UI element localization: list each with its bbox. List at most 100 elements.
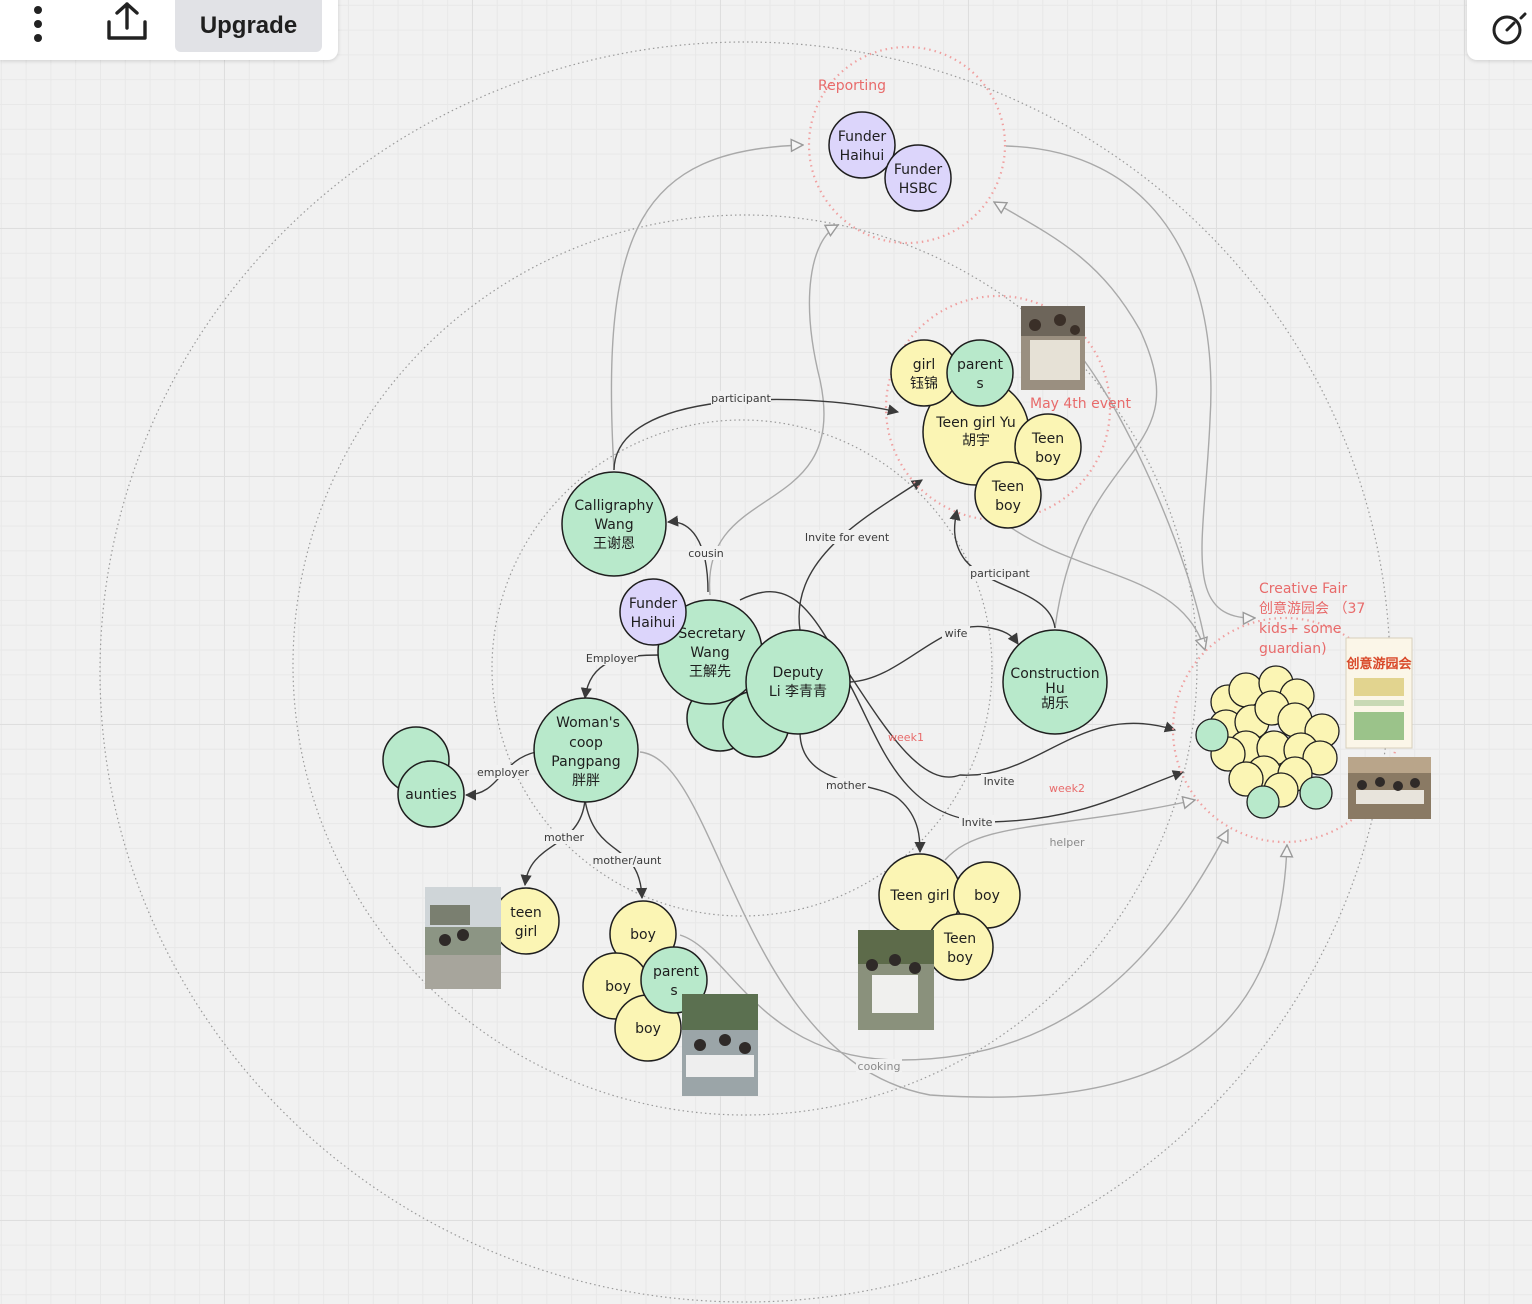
node-aunties[interactable]: aunties	[397, 760, 465, 828]
node-womans-coop[interactable]: Woman's coop Pangpang 胖胖	[533, 697, 639, 803]
svg-text:Pangpang: Pangpang	[551, 754, 620, 770]
svg-text:Calligraphy: Calligraphy	[574, 498, 653, 514]
upgrade-button[interactable]: Upgrade	[175, 0, 322, 52]
label-invite-2: Invite	[962, 816, 993, 829]
label-mother-coop: mother	[544, 831, 584, 844]
svg-text:Funder: Funder	[838, 129, 887, 145]
svg-text:王谢恩: 王谢恩	[593, 536, 635, 552]
node-funder-hsbc[interactable]: Funder HSBC	[884, 144, 952, 212]
svg-text:boy: boy	[974, 888, 1000, 904]
svg-text:Li 李青青: Li 李青青	[769, 684, 827, 700]
svg-text:Teen: Teen	[943, 931, 976, 947]
svg-text:Haihui: Haihui	[840, 148, 885, 164]
label-participant-top: participant	[711, 392, 771, 405]
node-teen-boy-1[interactable]: Teen boy	[1014, 413, 1082, 481]
svg-text:Teen girl Yu: Teen girl Yu	[935, 415, 1015, 431]
edge-labels: participant cousin Invite for event part…	[477, 391, 1087, 1073]
svg-text:boy: boy	[635, 1021, 661, 1037]
svg-text:HSBC: HSBC	[899, 181, 938, 197]
node-teen-boy-mid[interactable]: Teen boy	[926, 913, 994, 981]
node-teen-girl-left[interactable]: teen girl	[492, 887, 560, 955]
svg-text:s: s	[670, 983, 677, 999]
svg-text:Teen: Teen	[991, 479, 1024, 495]
svg-text:钰锦: 钰锦	[910, 375, 938, 392]
svg-text:Woman's: Woman's	[556, 715, 620, 731]
svg-text:teen: teen	[510, 905, 542, 921]
creative-fair-label-2: 创意游园会 （37	[1259, 600, 1365, 617]
svg-text:胡乐: 胡乐	[1041, 696, 1069, 712]
svg-text:boy: boy	[630, 927, 656, 943]
svg-text:boy: boy	[605, 979, 631, 995]
photo-boys-group[interactable]	[682, 994, 758, 1096]
kebab-menu-icon[interactable]	[28, 6, 48, 46]
svg-text:胡宇: 胡宇	[962, 433, 990, 449]
node-construction-hu[interactable]: Construction Hu 胡乐	[1002, 629, 1108, 735]
label-helper: helper	[1049, 836, 1085, 849]
svg-text:coop: coop	[569, 735, 603, 751]
label-participant-right: participant	[970, 567, 1030, 580]
node-teen-girl-yu[interactable]: Teen girl Yu 胡宇	[922, 378, 1030, 486]
svg-text:girl: girl	[515, 924, 537, 940]
photo-creative-fair-poster[interactable]: 创意游园会	[1345, 637, 1413, 749]
svg-text:Wang: Wang	[690, 645, 729, 661]
label-cousin: cousin	[688, 547, 724, 560]
node-girl-yujin[interactable]: girl 钰锦	[890, 339, 958, 407]
svg-text:Haihui: Haihui	[631, 615, 676, 631]
top-toolbar: Upgrade	[0, 0, 338, 60]
node-secretary-wang[interactable]: Secretary Wang 王解先	[657, 599, 763, 705]
creative-fair-label-4: guardian)	[1259, 641, 1327, 657]
reporting-connectors	[610, 145, 1287, 1098]
timer-icon[interactable]	[1487, 8, 1527, 48]
node-funder-haihui-mid[interactable]: Funder Haihui	[619, 578, 687, 646]
svg-text:Funder: Funder	[894, 162, 943, 178]
reporting-label: Reporting	[818, 78, 886, 94]
reporting-group	[807, 45, 1007, 245]
photo-creative-fair-event[interactable]	[1348, 757, 1431, 819]
timer-panel	[1467, 0, 1532, 60]
svg-text:Funder: Funder	[629, 596, 678, 612]
creative-fair-label-3: kids+ some	[1259, 621, 1341, 637]
node-teen-boy-2[interactable]: Teen boy	[974, 461, 1042, 529]
svg-text:创意游园会: 创意游园会	[1345, 656, 1412, 672]
label-mother-deputy: mother	[826, 779, 866, 792]
svg-text:Teen: Teen	[1031, 431, 1064, 447]
svg-text:Teen girl: Teen girl	[889, 888, 949, 904]
svg-text:boy: boy	[947, 950, 973, 966]
photo-teen-girl-left[interactable]	[425, 887, 501, 989]
svg-text:Deputy: Deputy	[773, 665, 824, 681]
label-invite-for-event: Invite for event	[805, 531, 890, 544]
label-week1: week1	[888, 731, 924, 744]
svg-text:Hu: Hu	[1045, 681, 1064, 697]
svg-text:Construction: Construction	[1010, 666, 1099, 682]
svg-text:aunties: aunties	[405, 787, 457, 803]
may4-event-group	[884, 294, 1112, 522]
svg-text:胖胖: 胖胖	[572, 773, 600, 789]
label-employer-top: Employer	[586, 652, 639, 665]
node-funder-haihui-top[interactable]: Funder Haihui	[828, 111, 896, 179]
svg-text:Secretary: Secretary	[678, 626, 745, 642]
node-boy-mid[interactable]: boy	[953, 861, 1021, 929]
svg-text:s: s	[976, 376, 983, 392]
svg-text:王解先: 王解先	[689, 664, 731, 680]
label-invite-1: Invite	[984, 775, 1015, 788]
creative-fair-label-1: Creative Fair	[1259, 581, 1347, 597]
label-cooking: cooking	[858, 1060, 901, 1073]
svg-text:boy: boy	[995, 498, 1021, 514]
label-week2: week2	[1049, 782, 1085, 795]
svg-text:boy: boy	[1035, 450, 1061, 466]
photo-may4-event[interactable]	[1021, 306, 1085, 390]
photo-teen-girl-mid[interactable]	[858, 930, 934, 1030]
share-upload-icon[interactable]	[103, 0, 151, 44]
node-calligraphy-wang[interactable]: Calligraphy Wang 王谢恩	[561, 471, 667, 577]
svg-text:Wang: Wang	[594, 517, 633, 533]
may4-label: May 4th event	[1030, 396, 1131, 412]
svg-text:girl: girl	[913, 357, 935, 373]
node-deputy-li[interactable]: Deputy Li 李青青	[745, 629, 851, 735]
label-mother-aunt: mother/aunt	[593, 854, 662, 867]
label-wife: wife	[945, 627, 968, 640]
label-employer-left: employer	[477, 766, 530, 779]
node-parents-top[interactable]: parent s	[946, 339, 1014, 407]
creative-fair-crowd	[1195, 665, 1340, 819]
svg-text:parent: parent	[957, 357, 1003, 373]
